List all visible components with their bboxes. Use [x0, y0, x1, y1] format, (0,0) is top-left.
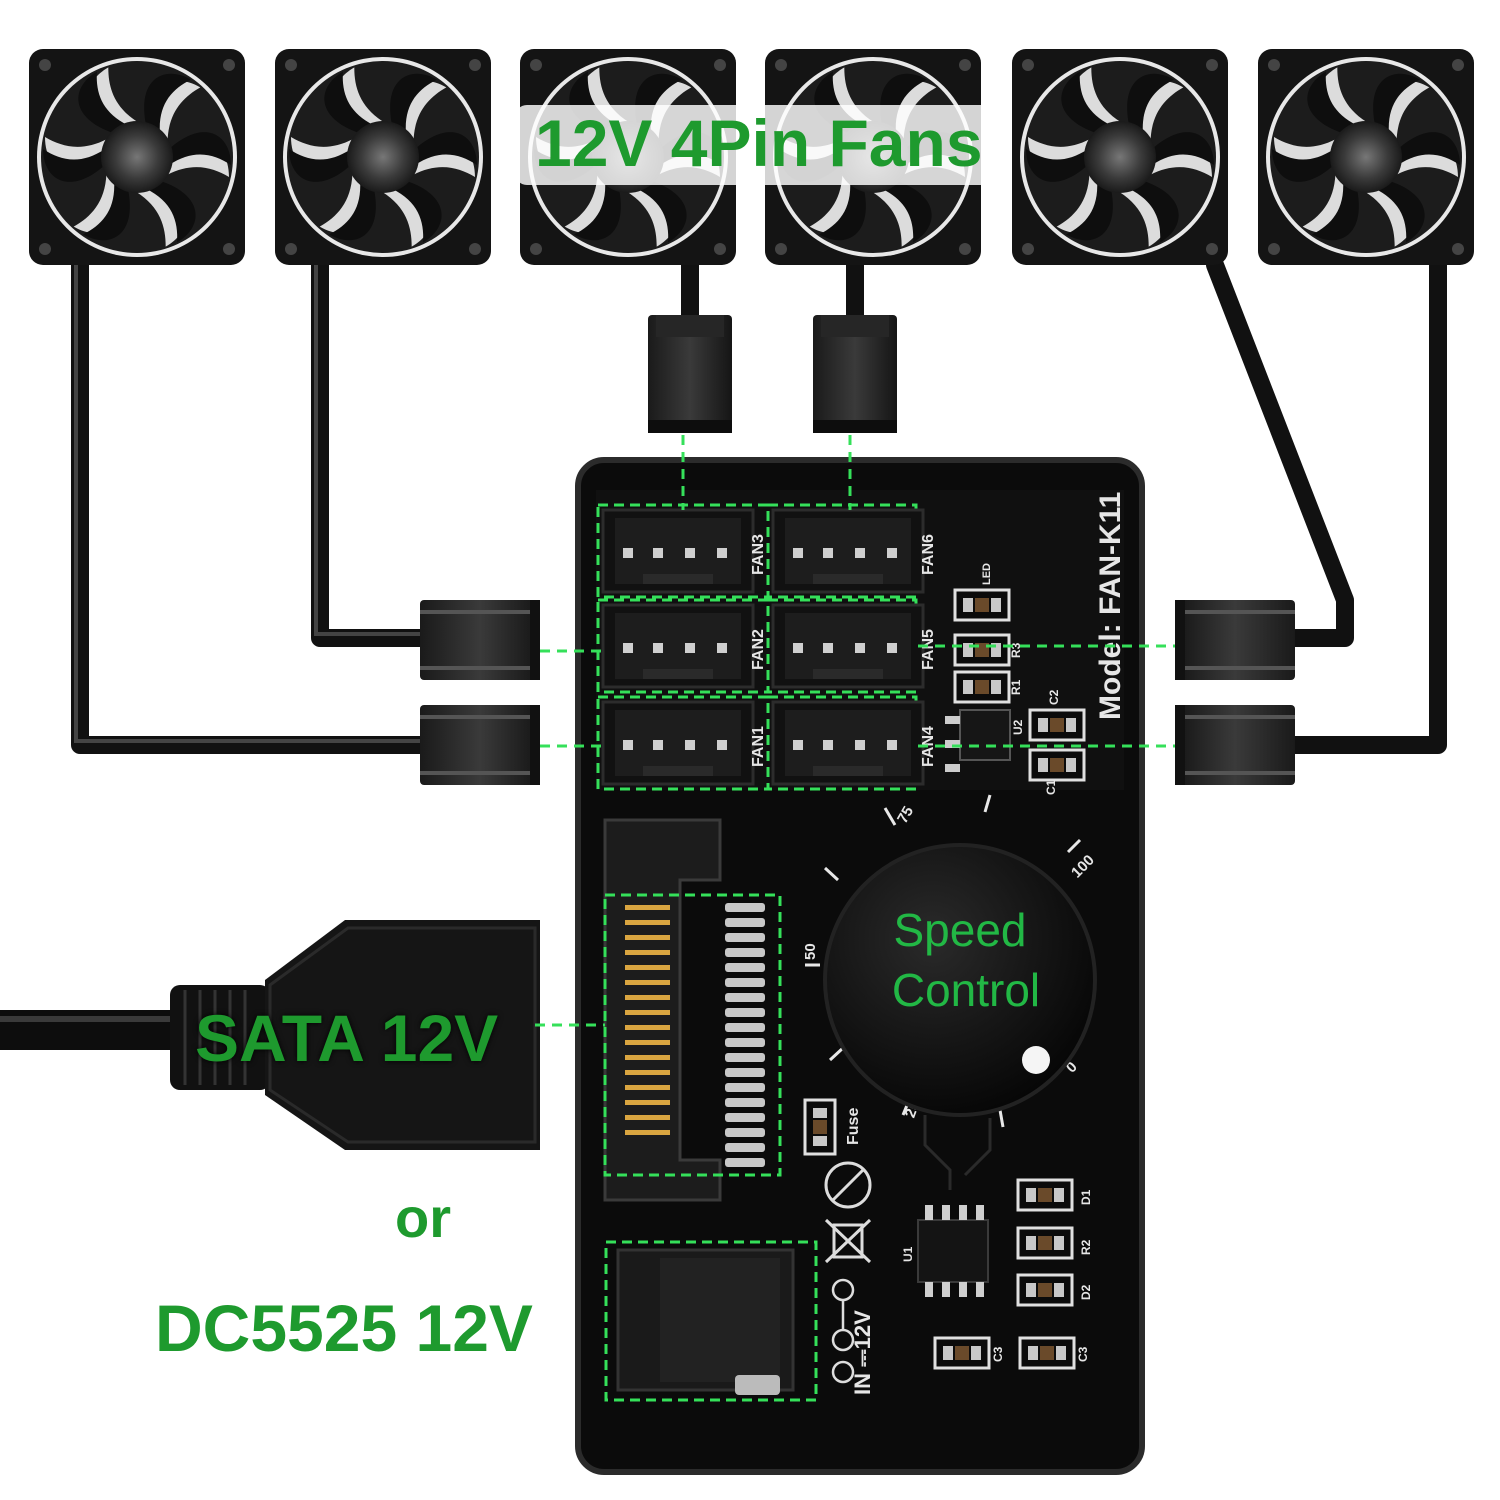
4pin-plug-icon — [420, 705, 540, 785]
label-fan1: FAN1 — [750, 726, 767, 767]
label-c2: C2 — [1047, 689, 1061, 705]
guide-lines — [535, 435, 1175, 1027]
led-label: LED — [981, 563, 993, 585]
label-c3b: C3 — [1076, 1346, 1090, 1362]
fans-callout: 12V 4Pin Fans — [535, 106, 983, 180]
diode-d1 — [1016, 1178, 1074, 1212]
label-fan6: FAN6 — [920, 534, 937, 575]
fan-icon — [29, 49, 245, 265]
label-u1: U1 — [901, 1246, 915, 1262]
dc-jack-icon — [604, 1240, 818, 1402]
sata-cable — [0, 920, 540, 1150]
dial-mark-75: 75 — [894, 803, 917, 826]
cap-c1 — [1028, 748, 1086, 782]
dc-callout: DC5525 12V — [155, 1291, 533, 1365]
right-plugs — [1175, 600, 1295, 785]
label-d2: D2 — [1079, 1284, 1093, 1300]
fuse-label: Fuse — [845, 1108, 862, 1145]
4pin-plug-icon — [420, 600, 540, 680]
header-fan3 — [601, 508, 755, 594]
polarity-icon — [831, 1278, 855, 1384]
led-component — [953, 588, 1011, 622]
fan-icon — [1258, 49, 1474, 265]
or-callout: or — [395, 1186, 451, 1249]
left-plugs — [420, 600, 540, 785]
speed-knob-icon — [823, 843, 1097, 1117]
header-fan5 — [771, 603, 925, 689]
resistor-r2 — [1016, 1226, 1074, 1260]
fan-cables — [71, 256, 1447, 754]
speed-label-line1: Speed — [893, 904, 1027, 956]
4pin-plug-icon — [813, 315, 897, 433]
resistor-r1 — [953, 670, 1011, 704]
diode-d2 — [1016, 1273, 1074, 1307]
label-fan2: FAN2 — [750, 629, 767, 670]
regulator-u2 — [945, 709, 1011, 772]
4pin-plug-icon — [1175, 705, 1295, 785]
label-c1: C1 — [1044, 779, 1058, 795]
header-fan4 — [771, 700, 925, 786]
fan-cable-highlights — [74, 265, 430, 743]
chip-u1 — [917, 1205, 989, 1297]
4pin-plug-icon — [648, 315, 732, 433]
label-fan3: FAN3 — [750, 534, 767, 575]
header-fan2 — [601, 603, 755, 689]
header-fan6 — [771, 508, 925, 594]
sata-plug-icon — [170, 920, 540, 1150]
label-fan4: FAN4 — [920, 726, 937, 767]
cap-c2 — [1028, 708, 1086, 742]
dial-mark-50: 50 — [802, 943, 819, 960]
speed-dial: 75 100 50 25 0 — [802, 794, 1098, 1190]
label-c3a: C3 — [991, 1346, 1005, 1362]
header-fan1 — [601, 700, 755, 786]
resistor-r3 — [953, 633, 1011, 667]
fans-label-backdrop — [515, 105, 1005, 185]
fuse-component — [803, 1098, 837, 1156]
power-input-label: IN ⎓12V — [850, 1310, 875, 1395]
label-r1: R1 — [1009, 679, 1023, 695]
cap-c3b — [1018, 1336, 1076, 1370]
fan-icon — [275, 49, 491, 265]
4pin-plug-icon — [1175, 600, 1295, 680]
label-u2: U2 — [1011, 719, 1025, 735]
cap-c3a — [933, 1336, 991, 1370]
sata-callout: SATA 12V — [195, 1001, 499, 1075]
label-d1: D1 — [1079, 1189, 1093, 1205]
sata-port — [603, 818, 782, 1202]
fan-icon — [1012, 49, 1228, 265]
top-plugs — [648, 315, 897, 433]
pcb-board: FAN3 FAN2 FAN1 FAN6 FAN5 FAN4 Model: FAN… — [575, 457, 1145, 1475]
pb-free-icon — [824, 1161, 872, 1209]
label-fan5: FAN5 — [920, 629, 937, 670]
label-r2: R2 — [1079, 1239, 1093, 1255]
speed-label-line2: Control — [891, 964, 1041, 1016]
model-label: Model: FAN-K11 — [1094, 492, 1127, 720]
weee-bin-icon — [824, 1218, 872, 1264]
